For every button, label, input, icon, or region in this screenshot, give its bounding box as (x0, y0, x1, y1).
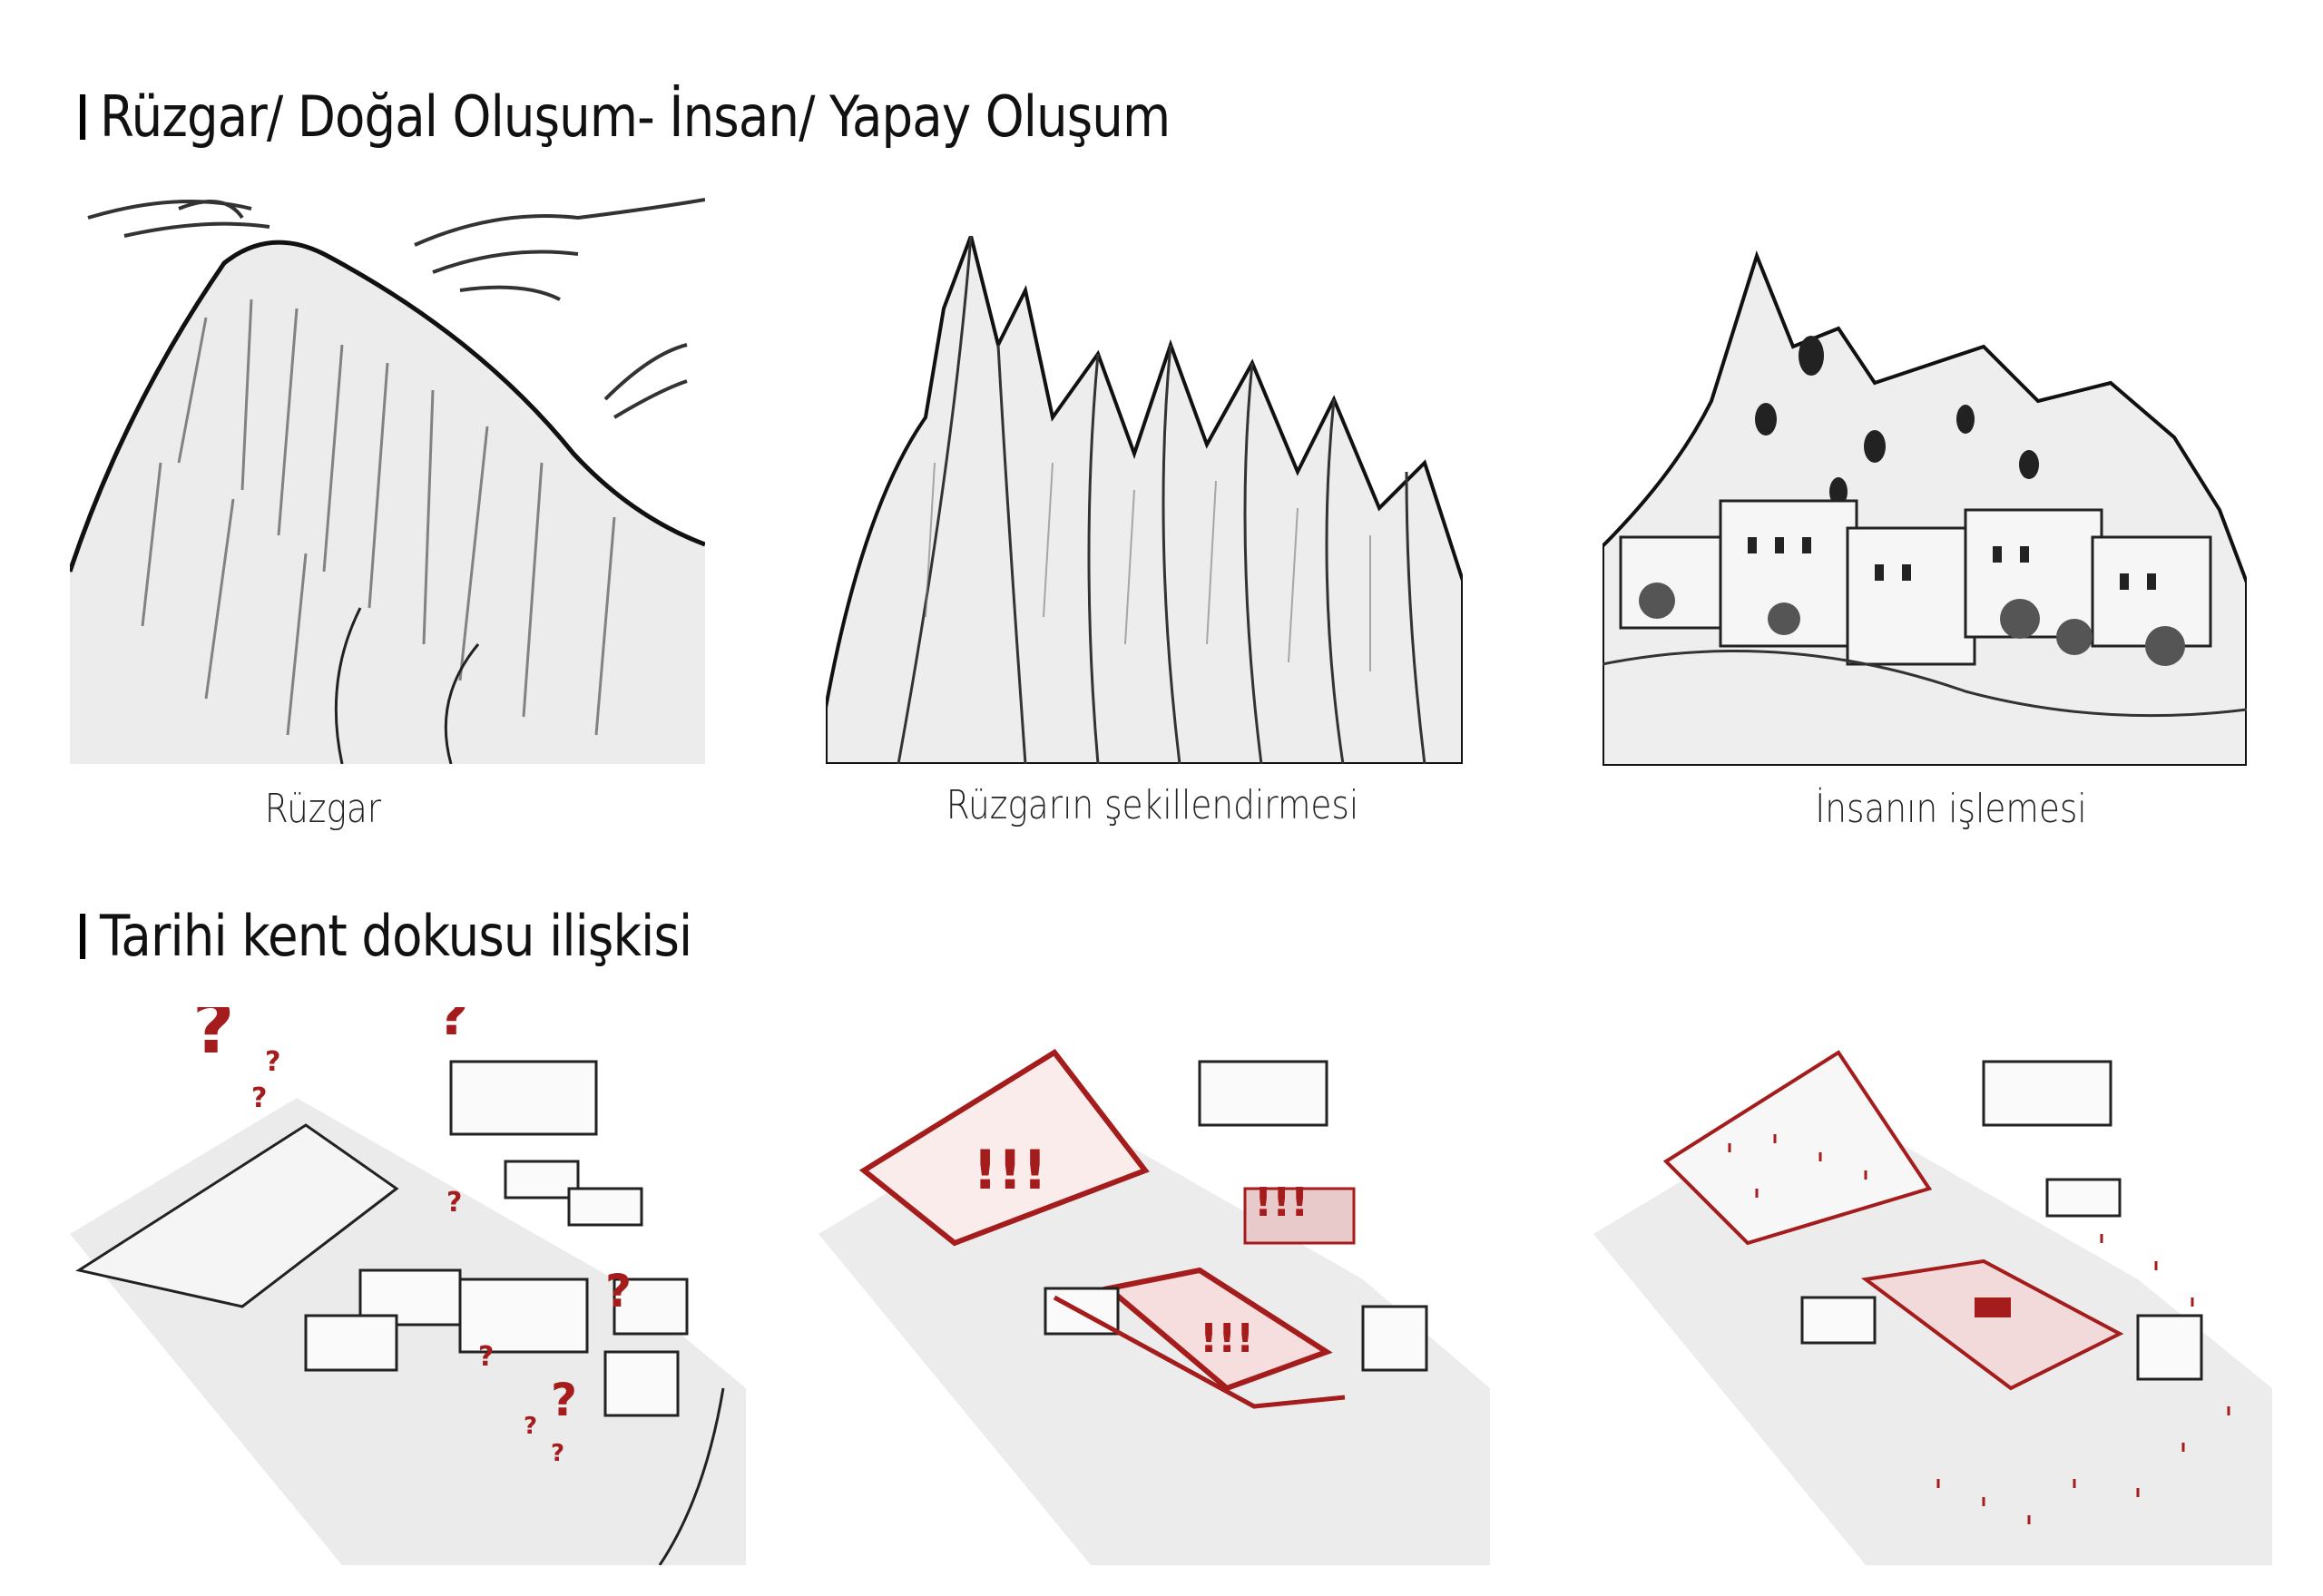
svg-text:?: ? (265, 1046, 280, 1078)
svg-text:?: ? (524, 1413, 537, 1440)
section-title-text: Rüzgar/ Doğal Oluşum- İnsan/ Yapay Oluşu… (100, 83, 1171, 150)
svg-text:?: ? (251, 1082, 267, 1114)
svg-text:?: ? (605, 1265, 632, 1317)
site-plan-highlighted-zones: !!! !!! !!! (818, 1007, 1490, 1565)
section-title-formation: Rüzgar/ Doğal Oluşum- İnsan/ Yapay Oluşu… (80, 83, 1171, 150)
carved-rock-town-sketch (1603, 238, 2247, 766)
svg-text:?: ? (437, 1007, 469, 1048)
svg-text:?: ? (551, 1374, 577, 1426)
site-plan-questions: ? ? ? ? ? ? ? ? ? ? (70, 1007, 746, 1565)
svg-text:?: ? (478, 1341, 494, 1373)
svg-text:?: ? (551, 1440, 564, 1467)
title-bar-mark (80, 94, 86, 140)
caption-human-carving: İnsanın işlemesi (1815, 786, 2087, 832)
section-title-urban-fabric: Tarihi kent dokusu ilişkisi (80, 903, 692, 969)
svg-text:!!!: !!! (1200, 1316, 1254, 1362)
svg-text:?: ? (446, 1187, 462, 1219)
section-title-text: Tarihi kent dokusu ilişkisi (100, 903, 692, 969)
question-mark: ? (192, 1007, 234, 1070)
caption-wind-shaping: Rüzgarın şekillendirmesi (946, 782, 1359, 828)
site-plan-proposal (1593, 1007, 2272, 1565)
svg-text:!!!: !!! (1254, 1180, 1309, 1226)
fairy-chimneys-sketch (826, 236, 1463, 764)
mountain-wind-sketch (70, 191, 705, 764)
title-bar-mark (80, 914, 86, 959)
exclamation-marks: !!! (973, 1139, 1047, 1202)
caption-wind: Rüzgar (264, 786, 382, 832)
